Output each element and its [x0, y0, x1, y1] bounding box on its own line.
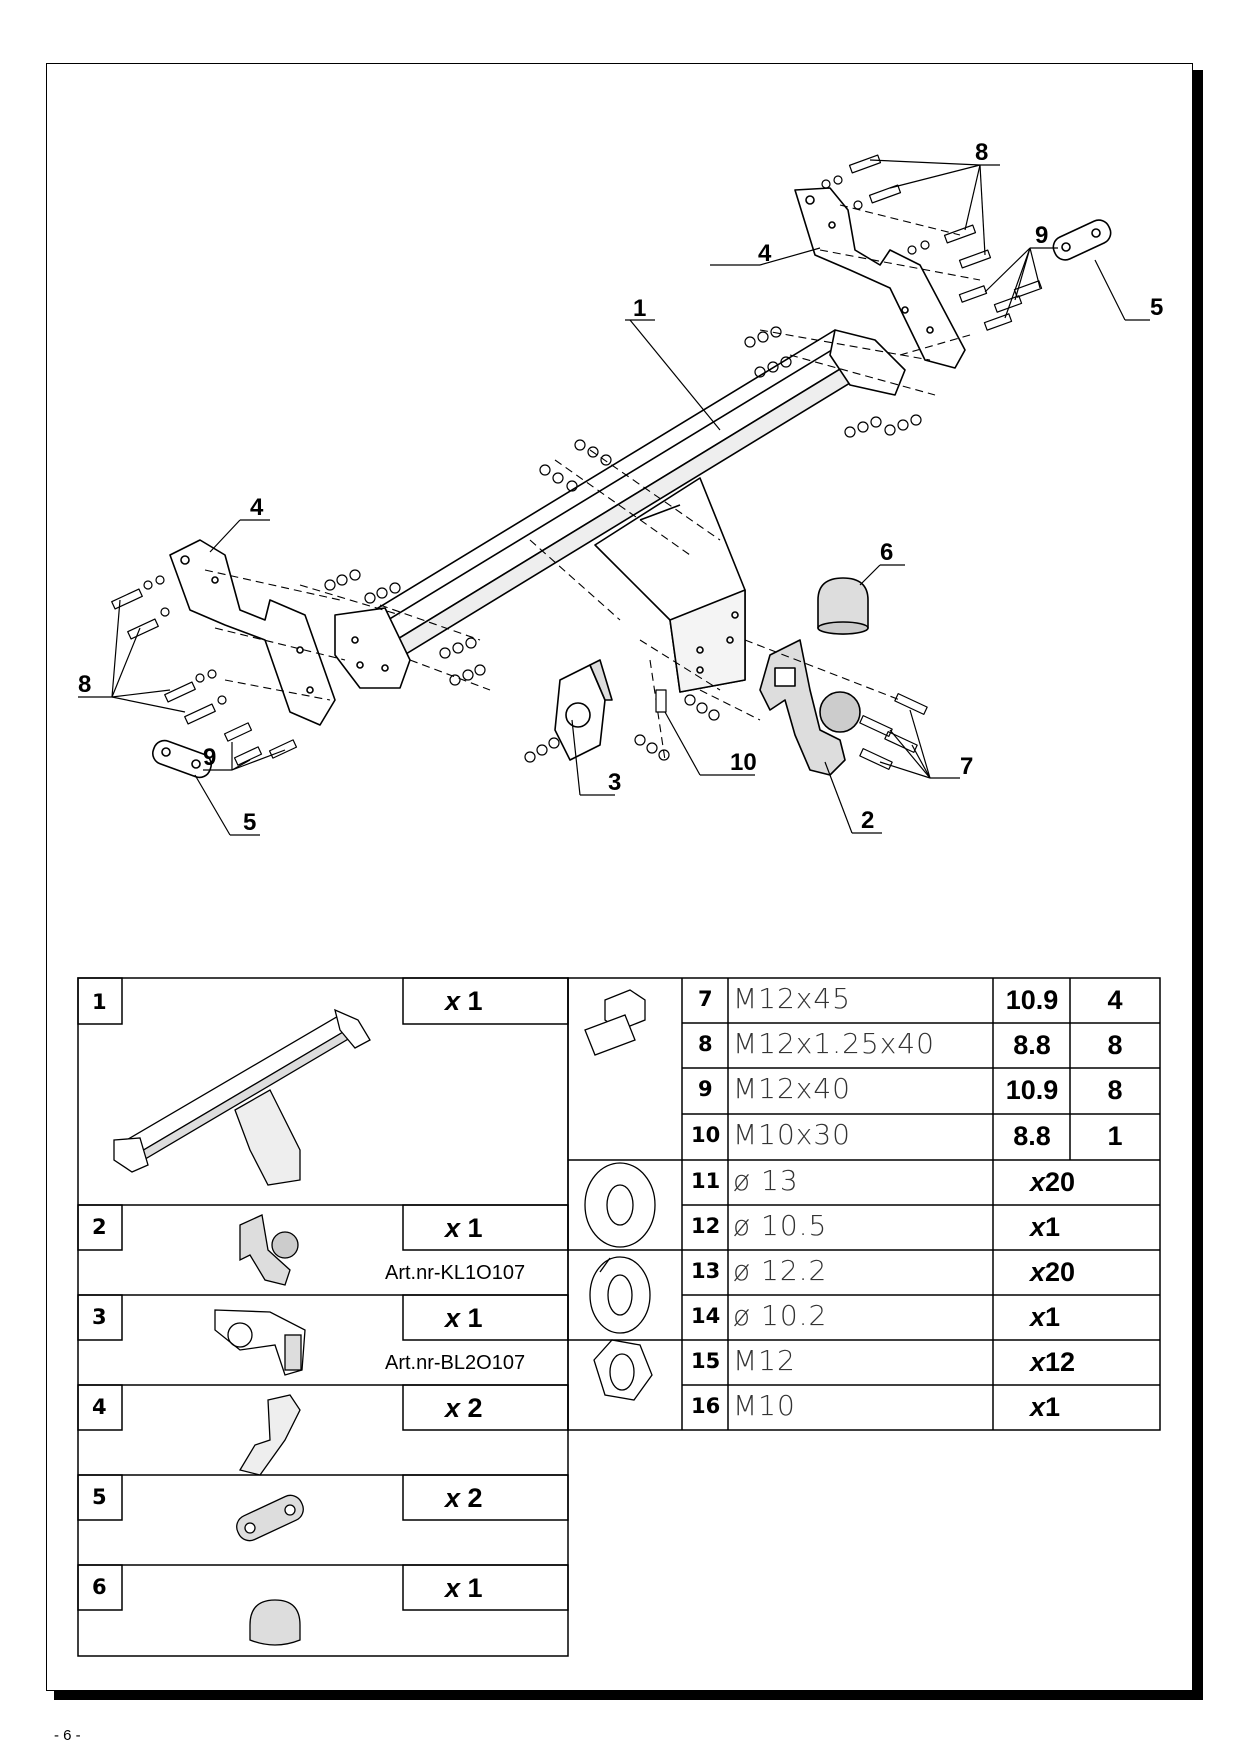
hardware-quantity: 8: [1107, 1075, 1123, 1105]
part-quantity: x 1: [445, 1573, 483, 1603]
hardware-number: 8: [698, 1032, 713, 1056]
part-quantity: x 1: [445, 986, 483, 1016]
hardware-spec: M10x30: [733, 1118, 851, 1151]
part-number: 5: [92, 1485, 107, 1509]
spacer-part-5-right: [1052, 219, 1112, 261]
bracket-part-4-left: [169, 539, 336, 726]
hardware-number: 14: [691, 1304, 721, 1328]
hardware-grade: 8.8: [1013, 1121, 1051, 1151]
hardware-quantity: x20: [1030, 1257, 1076, 1287]
hardware-grade: 8.8: [1013, 1030, 1051, 1060]
callout-2: 2: [861, 807, 874, 834]
thumb-spacer: [236, 1494, 304, 1542]
article-number: Art.nr-BL2O107: [385, 1352, 526, 1374]
callout-8-right: 8: [975, 139, 988, 166]
callout-6: 6: [880, 539, 893, 566]
hardware-spec: M10: [733, 1389, 796, 1422]
page-number: - 6 -: [54, 1727, 81, 1744]
callout-7: 7: [960, 753, 973, 780]
thumb-bracket: [238, 1394, 301, 1476]
hardware-spec: ø 10.5: [733, 1209, 828, 1242]
hardware-quantity: 8: [1107, 1030, 1123, 1060]
callout-4-right: 4: [758, 240, 772, 267]
hardware-quantity: x1: [1030, 1302, 1061, 1332]
crossbar-part-1: [334, 329, 906, 693]
hardware-grade: 10.9: [1005, 1075, 1059, 1105]
callout-8-left: 8: [78, 671, 91, 698]
hardware-number: 12: [691, 1214, 721, 1238]
spring-washer-icon: [589, 1256, 651, 1334]
part-quantity: x 2: [445, 1393, 483, 1423]
hardware-spec: M12x40: [733, 1072, 851, 1105]
part-number: 2: [92, 1215, 107, 1239]
part-number: 6: [92, 1575, 107, 1599]
hardware-quantity: x20: [1030, 1167, 1076, 1197]
part-number: 3: [92, 1305, 107, 1329]
hardware-spec: M12: [733, 1344, 796, 1377]
hardware-quantity: x1: [1030, 1392, 1061, 1422]
part-quantity: x 1: [445, 1303, 483, 1333]
hardware-number: 13: [691, 1259, 721, 1283]
hardware-number: 10: [691, 1123, 721, 1147]
thumb-cap: [249, 1599, 301, 1646]
bracket-part-4-right: [794, 187, 966, 369]
hardware-quantity: 1: [1107, 1121, 1123, 1151]
thumb-crossbar: [113, 1008, 371, 1186]
callout-5-right: 5: [1150, 294, 1163, 321]
hardware-spec: M12x1.25x40: [733, 1027, 935, 1060]
hardware-grade: 10.9: [1005, 985, 1059, 1015]
callout-1: 1: [633, 295, 646, 322]
hex-nut-icon: [593, 1339, 653, 1401]
hardware-number: 11: [691, 1169, 721, 1193]
callout-9-left: 9: [203, 744, 216, 771]
callout-3: 3: [608, 769, 621, 796]
towball-part-2: [759, 639, 861, 776]
callout-4-left: 4: [250, 494, 264, 521]
bolt-icon: [584, 989, 646, 1056]
callout-9-right: 9: [1035, 222, 1048, 249]
part-quantity: x 2: [445, 1483, 483, 1513]
hardware-number: 7: [698, 987, 713, 1011]
article-number: Art.nr-KL1O107: [385, 1262, 526, 1284]
thumb-towball: [239, 1214, 299, 1286]
callout-5-left: 5: [243, 809, 256, 836]
hardware-clusters: [111, 154, 1043, 770]
ball-cap-part-6: [817, 577, 869, 635]
hardware-spec: ø 13: [733, 1164, 799, 1197]
part-quantity: x 1: [445, 1213, 483, 1243]
hardware-spec: ø 12.2: [733, 1254, 828, 1287]
hardware-quantity: 4: [1107, 985, 1123, 1015]
socket-plate-part-3: [554, 659, 613, 761]
spacer-part-5-left: [152, 739, 212, 779]
thumb-socket-plate: [214, 1309, 306, 1376]
hardware-number: 9: [698, 1077, 713, 1101]
callout-10: 10: [730, 749, 757, 776]
parts-table-grid: [77, 977, 1161, 1657]
hardware-number: 16: [691, 1394, 721, 1418]
hardware-quantity: x1: [1030, 1212, 1061, 1242]
page-frame: [46, 63, 1193, 1691]
flat-washer-icon: [584, 1162, 656, 1248]
hardware-quantity: x12: [1030, 1347, 1076, 1377]
part-number: 1: [92, 990, 107, 1014]
hardware-spec: ø 10.2: [733, 1299, 828, 1332]
part-number: 4: [92, 1395, 107, 1419]
hardware-number: 15: [691, 1349, 721, 1373]
hardware-spec: M12x45: [733, 982, 851, 1015]
